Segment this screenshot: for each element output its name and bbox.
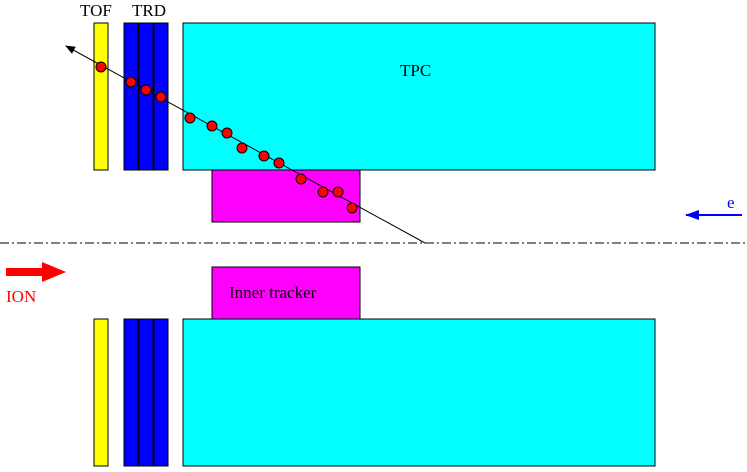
tof-label: TOF bbox=[80, 1, 112, 20]
inner-tracker-label: Inner tracker bbox=[229, 283, 317, 302]
hit bbox=[346, 202, 358, 214]
ion-arrow-shaft bbox=[6, 268, 46, 276]
hit bbox=[258, 150, 270, 162]
trd-lower-layer-1 bbox=[123, 318, 139, 467]
trd-label: TRD bbox=[132, 1, 166, 20]
electron-label: e bbox=[727, 193, 735, 212]
tpc-upper bbox=[182, 22, 656, 171]
inner-tracker-lower bbox=[211, 266, 361, 320]
hit bbox=[125, 76, 137, 88]
hit bbox=[184, 112, 196, 124]
hit bbox=[95, 61, 107, 73]
trd-lower-layer-2 bbox=[138, 318, 154, 467]
hit bbox=[273, 157, 285, 169]
trd-lower-layer-3 bbox=[153, 318, 169, 467]
tof-upper bbox=[93, 22, 109, 171]
trd-upper-layer-1 bbox=[123, 22, 139, 171]
hit bbox=[295, 173, 307, 185]
tof-lower bbox=[93, 318, 109, 467]
hit bbox=[332, 186, 344, 198]
trd-upper-layer-2 bbox=[138, 22, 154, 171]
hit bbox=[155, 91, 167, 103]
tpc-lower bbox=[182, 318, 656, 467]
hit bbox=[206, 120, 218, 132]
hit bbox=[221, 127, 233, 139]
ion-arrow-head bbox=[42, 262, 66, 282]
hit bbox=[140, 84, 152, 96]
hit bbox=[236, 142, 248, 154]
trd-lower bbox=[123, 318, 169, 467]
ion-label: ION bbox=[6, 287, 36, 306]
tpc-label: TPC bbox=[400, 61, 431, 80]
hit bbox=[317, 186, 329, 198]
track-hits bbox=[95, 61, 358, 214]
ion-arrow bbox=[6, 262, 66, 282]
